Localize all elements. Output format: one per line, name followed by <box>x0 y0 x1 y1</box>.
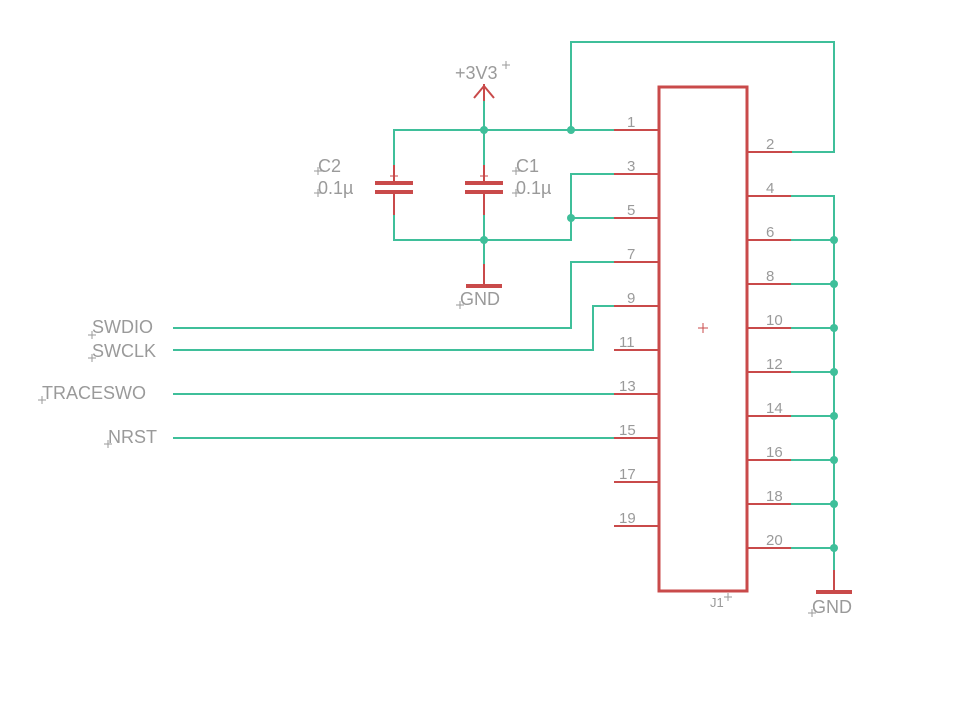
right-gnd-bus-wire <box>791 195 835 571</box>
pin-number-16: 16 <box>766 444 783 461</box>
pin-number-9: 9 <box>627 290 635 307</box>
capacitor-c1: C1 0.1µ <box>465 129 551 241</box>
pin-number-17: 17 <box>619 466 636 483</box>
pin-number-20: 20 <box>766 532 783 549</box>
vcc-symbol: +3V3 <box>455 61 510 101</box>
pin-number-15: 15 <box>619 422 636 439</box>
pin-number-1: 1 <box>627 114 635 131</box>
pin-number-19: 19 <box>619 510 636 527</box>
gnd-left-label: GND <box>460 289 500 309</box>
pin-number-7: 7 <box>627 246 635 263</box>
connector-j1: J1 <box>657 85 749 610</box>
pin-number-6: 6 <box>766 224 774 241</box>
pin-number-3: 3 <box>627 158 635 175</box>
gnd-symbol-left: GND <box>456 264 502 309</box>
c2-value: 0.1µ <box>318 178 353 198</box>
net-labels: SWDIO SWCLK TRACESWO NRST <box>38 317 157 448</box>
pin-number-18: 18 <box>766 488 783 505</box>
pin1-pin2-loop-wire <box>570 41 835 153</box>
net-pin7-swdio <box>173 261 615 329</box>
traceswo-label: TRACESWO <box>42 383 146 403</box>
pin-number-8: 8 <box>766 268 774 285</box>
pin-number-10: 10 <box>766 312 783 329</box>
pin-number-13: 13 <box>619 378 636 395</box>
gnd-rail-wire <box>393 173 615 265</box>
pin-number-11: 11 <box>619 334 635 351</box>
pin-number-4: 4 <box>766 180 774 197</box>
j1-name: J1 <box>710 595 724 610</box>
c2-name: C2 <box>318 156 341 176</box>
swclk-label: SWCLK <box>92 341 156 361</box>
junction-dots <box>480 126 838 552</box>
vcc-label: +3V3 <box>455 63 498 83</box>
vcc-rail-wire <box>393 99 615 131</box>
nrst-label: NRST <box>108 427 157 447</box>
j1-right-pins: 2 4 6 8 10 12 14 16 18 20 <box>747 136 792 549</box>
pin-number-5: 5 <box>627 202 635 219</box>
capacitor-c2: C2 0.1µ <box>314 129 413 241</box>
pin-number-2: 2 <box>766 136 774 153</box>
gnd-symbol-right: GND <box>808 570 852 617</box>
net-pin9-swclk <box>173 305 615 351</box>
gnd-right-label: GND <box>812 597 852 617</box>
swdio-label: SWDIO <box>92 317 153 337</box>
pin-number-12: 12 <box>766 356 783 373</box>
j1-left-pins: 1 3 5 7 9 11 13 15 17 19 <box>614 114 659 527</box>
c1-value: 0.1µ <box>516 178 551 198</box>
c1-name: C1 <box>516 156 539 176</box>
pin-number-14: 14 <box>766 400 783 417</box>
